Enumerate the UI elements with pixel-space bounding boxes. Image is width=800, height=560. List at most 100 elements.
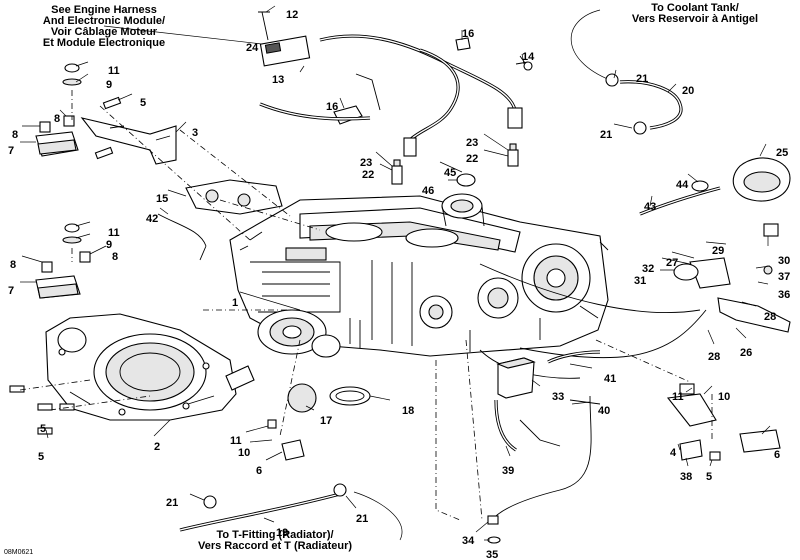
callout-c10a: 10 [718, 391, 730, 403]
callout-c32: 32 [642, 263, 654, 275]
callout-c8d: 8 [112, 251, 118, 263]
harness-note-line-4: Et Module Electronique [42, 37, 166, 49]
coolant-tank-note-line-1: To Coolant Tank/ [651, 2, 739, 14]
right-side-brackets [673, 223, 791, 333]
callout-c3: 3 [192, 127, 198, 139]
intake-silencer [691, 157, 791, 202]
bottom-fittings [487, 515, 501, 544]
callout-c5d: 5 [706, 471, 712, 483]
coolant-hose-upper [570, 9, 683, 135]
callout-c7a: 7 [8, 145, 14, 157]
callout-c36: 36 [778, 289, 790, 301]
lower-engine-mount [35, 223, 91, 299]
callout-c10b: 10 [238, 447, 250, 459]
callout-c27: 27 [666, 257, 678, 269]
callout-c11a: 11 [108, 65, 120, 77]
callout-c5b: 5 [40, 423, 46, 435]
callout-c21d: 21 [356, 513, 368, 525]
callout-c42: 42 [146, 213, 158, 225]
figure-code: 08M0621 [4, 549, 34, 556]
coolant-tank-note-line-2: Vers Reservoir à Antigel [631, 13, 759, 25]
callout-c22b: 22 [466, 153, 478, 165]
callout-labels: 1224131614161195887323222322454621202125… [8, 9, 790, 560]
callout-c5a: 5 [140, 97, 146, 109]
callout-c21a: 21 [636, 73, 648, 85]
t-fitting-note-line-2: Vers Raccord et T (Radiateur) [197, 540, 353, 552]
callout-c46: 46 [422, 185, 434, 197]
callout-c20: 20 [682, 85, 694, 97]
right-mount [666, 383, 781, 461]
callout-c12: 12 [286, 9, 298, 21]
cover-bolts [9, 385, 75, 435]
assembly-centerlines [19, 90, 713, 521]
callout-c2: 2 [154, 441, 160, 453]
callout-c26: 26 [740, 347, 752, 359]
callout-c21c: 21 [166, 497, 178, 509]
callout-c8c: 8 [10, 259, 16, 271]
callout-c18: 18 [402, 405, 414, 417]
callout-c37: 37 [778, 271, 790, 283]
coolant-tank-note: To Coolant Tank/ Vers Reservoir à Antige… [600, 3, 790, 25]
oil-reservoir [496, 357, 536, 399]
callout-c4: 4 [670, 447, 677, 459]
callout-c33: 33 [552, 391, 564, 403]
callout-c34: 34 [462, 535, 475, 547]
fuel-line [494, 399, 517, 452]
callout-c35: 35 [486, 549, 498, 560]
callout-c31: 31 [634, 275, 646, 287]
harness-note-line-2: And Electronic Module/ [42, 15, 166, 27]
cables-and-lines [479, 263, 707, 521]
callout-c41: 41 [604, 373, 616, 385]
harness-and-sensors [258, 11, 533, 157]
breather-hose [639, 186, 721, 216]
callout-c38: 38 [680, 471, 692, 483]
callout-c40: 40 [598, 405, 610, 417]
harness-note-line-1: See Engine Harness [51, 4, 157, 16]
callout-c15: 15 [156, 193, 168, 205]
callout-c16a: 16 [462, 28, 474, 40]
t-fitting-note: To T-Fitting (Radiator)/ Vers Raccord et… [150, 530, 400, 552]
upper-mount-bracket [80, 96, 177, 165]
pulley-cover [45, 313, 237, 421]
callout-c23a: 23 [360, 157, 372, 169]
callout-c29: 29 [712, 245, 724, 257]
callout-c7b: 7 [8, 285, 14, 297]
callout-c11b: 11 [108, 227, 120, 239]
callout-c28a: 28 [764, 311, 776, 323]
callout-c14: 14 [522, 51, 535, 63]
callout-c17: 17 [320, 415, 332, 427]
plugs-and-sensors [391, 143, 519, 187]
callout-c24: 24 [246, 42, 259, 54]
callout-c44: 44 [676, 179, 689, 191]
callout-c9a: 9 [106, 79, 112, 91]
callout-c23b: 23 [466, 137, 478, 149]
callout-c16b: 16 [326, 101, 338, 113]
callout-c21b: 21 [600, 129, 612, 141]
leader-lines [20, 5, 771, 541]
callout-c45: 45 [444, 167, 456, 179]
callout-c6a: 6 [256, 465, 262, 477]
callout-c13: 13 [272, 74, 284, 86]
callout-c6b: 6 [774, 449, 780, 461]
t-fitting-note-line-1: To T-Fitting (Radiator)/ [216, 529, 334, 541]
harness-note-line-3: Voir Câblage Moteur [50, 26, 158, 38]
engine-block [229, 193, 609, 358]
seals-and-plugs [225, 365, 371, 461]
callout-c5c: 5 [38, 451, 44, 463]
callout-c43: 43 [644, 201, 656, 213]
callout-c11c: 11 [672, 391, 684, 403]
callout-c8b: 8 [12, 129, 18, 141]
radiator-hose [179, 483, 403, 541]
callout-c28b: 28 [708, 351, 720, 363]
harness-note: See Engine Harness And Electronic Module… [14, 5, 194, 49]
callout-c8a: 8 [54, 113, 60, 125]
callout-c22a: 22 [362, 169, 374, 181]
callout-c1: 1 [232, 297, 238, 309]
callout-c30: 30 [778, 255, 790, 267]
callout-c39: 39 [502, 465, 514, 477]
callout-c25: 25 [776, 147, 788, 159]
upper-engine-mount [35, 63, 82, 157]
callout-c11d: 11 [230, 435, 242, 447]
